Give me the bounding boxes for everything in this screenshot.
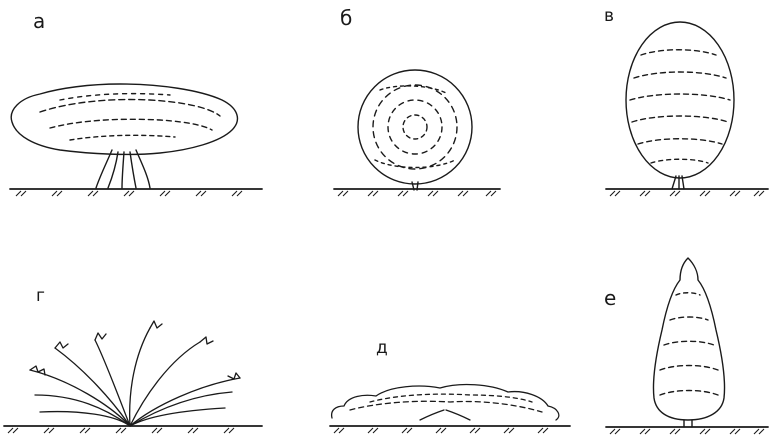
ground-hatch (8, 428, 234, 433)
ground-hatch (334, 428, 548, 433)
panel-prostrate-form: д (320, 230, 580, 440)
panel-fountain-form: г (0, 230, 270, 440)
prostrate-form-drawing (320, 230, 580, 440)
leaf-blade (30, 370, 130, 426)
conical-crown-drawing (596, 230, 776, 440)
crown-outline (358, 70, 472, 184)
fountain-form-drawing (0, 230, 270, 440)
crown-outline (332, 385, 559, 420)
panel-oval-crown: в (596, 0, 776, 210)
crown-outline (626, 22, 734, 178)
ground-hatch (610, 191, 764, 196)
ground-hatch (338, 191, 496, 196)
trunk (684, 420, 692, 427)
crown-outline (653, 258, 724, 420)
panel-spreading-crown: а (0, 0, 270, 210)
panel-spherical-crown: б (320, 0, 520, 210)
spreading-crown-drawing (0, 0, 270, 210)
ground-hatch (610, 429, 764, 434)
ground-hatch (16, 191, 242, 196)
oval-crown-drawing (596, 0, 776, 210)
spherical-crown-drawing (320, 0, 520, 210)
trunk (420, 410, 470, 420)
panel-conical-crown: е (596, 230, 776, 440)
